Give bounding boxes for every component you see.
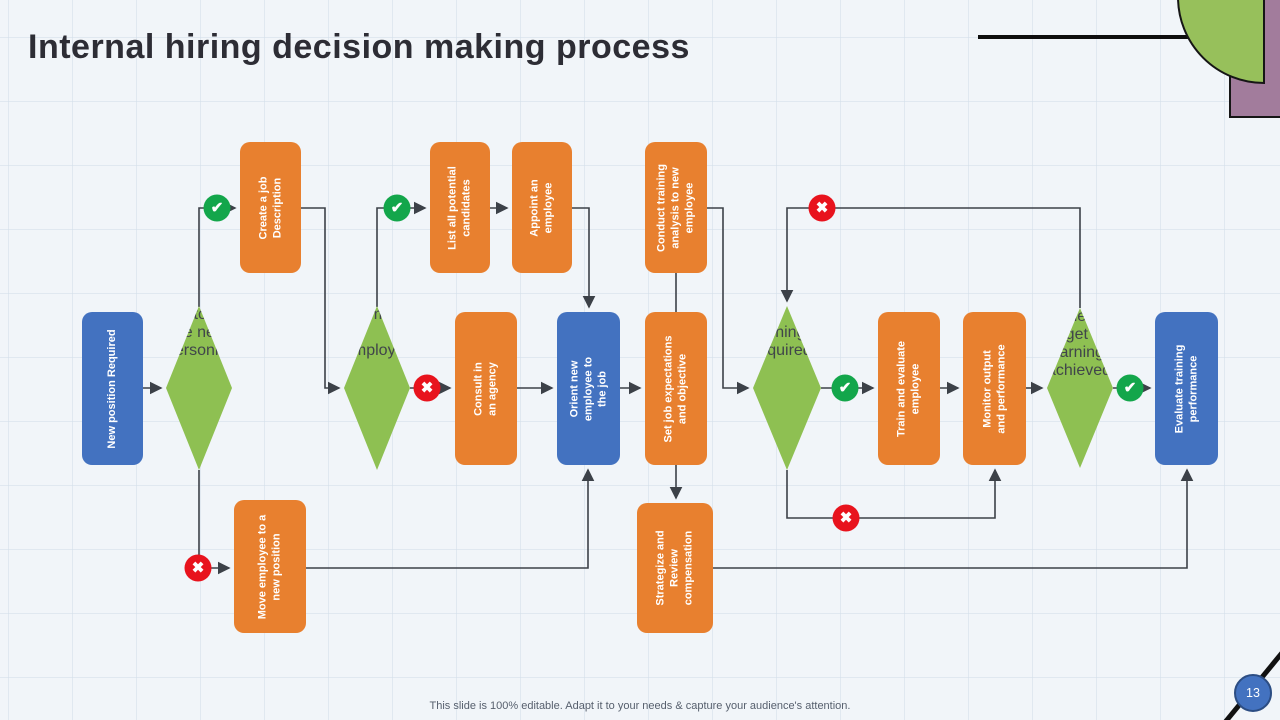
node-monitor-output[interactable]: Monitor output and performance bbox=[963, 312, 1026, 465]
node-conduct-training-analysis[interactable]: Conduct training analysis to new employe… bbox=[645, 142, 707, 273]
connector bbox=[198, 470, 231, 575]
no-cross-icon: ✖ bbox=[808, 194, 836, 222]
node-orient-employee[interactable]: Orient new employee to the job bbox=[557, 312, 620, 465]
node-new-position[interactable]: New position Required bbox=[82, 312, 143, 465]
decor-horizontal-line bbox=[978, 35, 1217, 39]
yes-check-icon: ✔ bbox=[383, 194, 411, 222]
node-appoint-employee[interactable]: Appoint an employee bbox=[512, 142, 572, 273]
node-label: Set job expectations and objective bbox=[662, 335, 688, 442]
node-label: List all potential candidates bbox=[446, 165, 472, 250]
no-cross-icon: ✖ bbox=[832, 504, 860, 532]
connector bbox=[301, 207, 341, 395]
yes-check-icon: ✔ bbox=[1116, 374, 1144, 402]
node-label: Strategize and Review compensation bbox=[654, 530, 694, 606]
node-label: Consult in an agency bbox=[472, 361, 498, 416]
node-label: Conduct training analysis to new employe… bbox=[655, 163, 695, 252]
footer-note: This slide is 100% editable. Adapt it to… bbox=[429, 700, 851, 712]
node-label: Move employee to a new position bbox=[256, 514, 282, 619]
connector bbox=[306, 468, 595, 569]
connector bbox=[707, 207, 750, 395]
connector bbox=[376, 201, 427, 307]
node-label: Appoint an employee bbox=[528, 178, 554, 237]
node-move-employee[interactable]: Move employee to a new position bbox=[234, 500, 306, 633]
node-label: Train and evaluate employee bbox=[895, 340, 921, 437]
node-list-candidates[interactable]: List all potential candidates bbox=[430, 142, 490, 273]
node-train-evaluate[interactable]: Train and evaluate employee bbox=[878, 312, 940, 465]
page-number: 13 bbox=[1246, 686, 1260, 700]
node-strategize-compensation[interactable]: Strategize and Review compensation bbox=[637, 503, 713, 633]
node-label: Evaluate training performance bbox=[1172, 344, 1199, 433]
node-label: Create a job Description bbox=[256, 176, 283, 239]
page-title: Internal hiring decision making process bbox=[28, 28, 690, 66]
node-create-job-description[interactable]: Create a job Description bbox=[240, 142, 301, 273]
node-evaluate-training[interactable]: Evaluate training performance bbox=[1155, 312, 1218, 465]
connector bbox=[572, 207, 596, 309]
decor-quarter-circle bbox=[1177, 0, 1265, 85]
node-label: Monitor output and performance bbox=[980, 343, 1007, 434]
yes-check-icon: ✔ bbox=[203, 194, 231, 222]
yes-check-icon: ✔ bbox=[831, 374, 859, 402]
node-label: New position Required bbox=[105, 328, 118, 449]
no-cross-icon: ✖ bbox=[184, 554, 212, 582]
no-cross-icon: ✖ bbox=[413, 374, 441, 402]
node-label: Orient new employee to the job bbox=[567, 356, 608, 421]
node-set-job-expectations[interactable]: Set job expectations and objective bbox=[645, 312, 707, 465]
node-consult-agency[interactable]: Consult in an agency bbox=[455, 312, 517, 465]
page-number-badge: 13 bbox=[1234, 674, 1272, 712]
connector bbox=[780, 207, 1081, 308]
decor-corner-shapes bbox=[1177, 0, 1280, 118]
connector bbox=[713, 468, 1194, 569]
connector bbox=[786, 468, 1002, 519]
connector bbox=[198, 201, 237, 307]
